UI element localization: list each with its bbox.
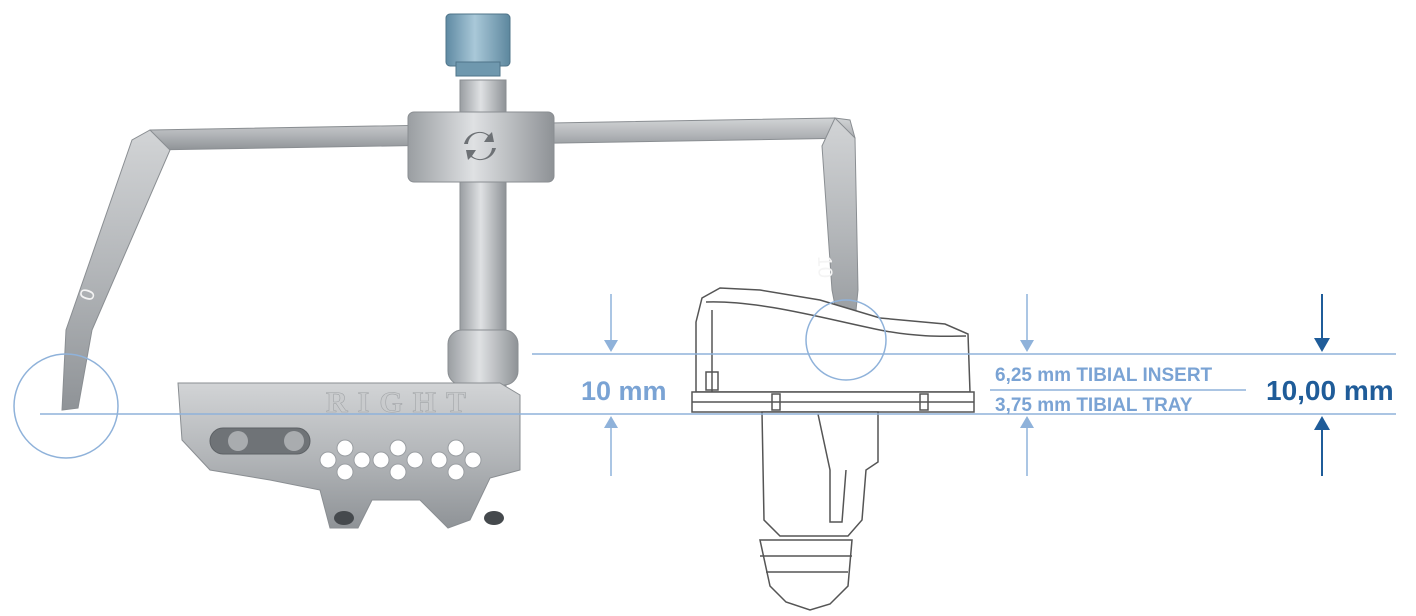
base-foot-hole-right (484, 511, 504, 525)
stylus-shaft-collar (447, 329, 519, 386)
blue-hex-cap (445, 13, 511, 67)
right-tip-highlight-circle (805, 299, 887, 381)
base-hole-pattern (319, 439, 482, 481)
right-dimension-arrows (1314, 294, 1330, 476)
left-tip-highlight-circle (13, 353, 119, 459)
tibial-insert-surface-line (705, 301, 967, 337)
base-foot-hole-left (334, 511, 354, 525)
tibial-stem-tip (759, 539, 853, 611)
base-pin-left (228, 431, 248, 451)
left-dimension-arrows (604, 294, 618, 476)
logo-swirl-icon (464, 131, 496, 161)
total-gap-label: 10,00 mm (1266, 375, 1394, 406)
middle-dimension-arrows (1020, 294, 1034, 476)
measurement-overlay (13, 299, 1396, 459)
blue-hex-cap-base (455, 61, 501, 77)
stylus-left-arm (61, 129, 171, 411)
base-pin-right (284, 431, 304, 451)
stylus-clamp-block (407, 111, 555, 183)
right-arm-mark: 10 (813, 255, 836, 278)
left-gap-label: 10 mm (581, 376, 667, 406)
tibial-implant-sketch (691, 287, 975, 611)
tray-thickness-label: 3,75 mm TIBIAL TRAY (995, 395, 1193, 416)
tibial-keel-outline (761, 411, 879, 537)
stylus-instrument: 0 10 RIGHT (61, 13, 859, 529)
insert-thickness-label: 6,25 mm TIBIAL INSERT (995, 365, 1213, 386)
